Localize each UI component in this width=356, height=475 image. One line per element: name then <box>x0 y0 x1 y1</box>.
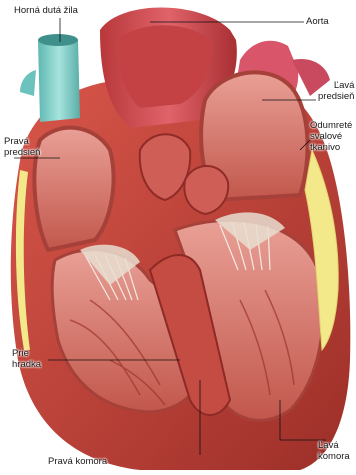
label-superior-vena-cava: Horná dutá žila <box>14 5 78 16</box>
label-dead-muscle-tissue: Odumreté svalové tkanivo <box>310 120 352 153</box>
vena-cava-branch <box>20 70 36 96</box>
label-septum: Prie hradka <box>12 348 41 370</box>
label-aorta: Aorta <box>306 16 329 27</box>
vena-cava-opening <box>38 34 78 46</box>
label-right-atrium: Pravá predsieň <box>4 136 40 158</box>
label-left-ventricle: Ľavá komora <box>318 440 350 462</box>
label-left-atrium: Ľavá predsieň <box>318 80 354 102</box>
superior-vena-cava <box>38 40 80 122</box>
label-right-ventricle: Pravá komora <box>48 456 107 467</box>
right-atrium-cavity <box>34 128 113 250</box>
